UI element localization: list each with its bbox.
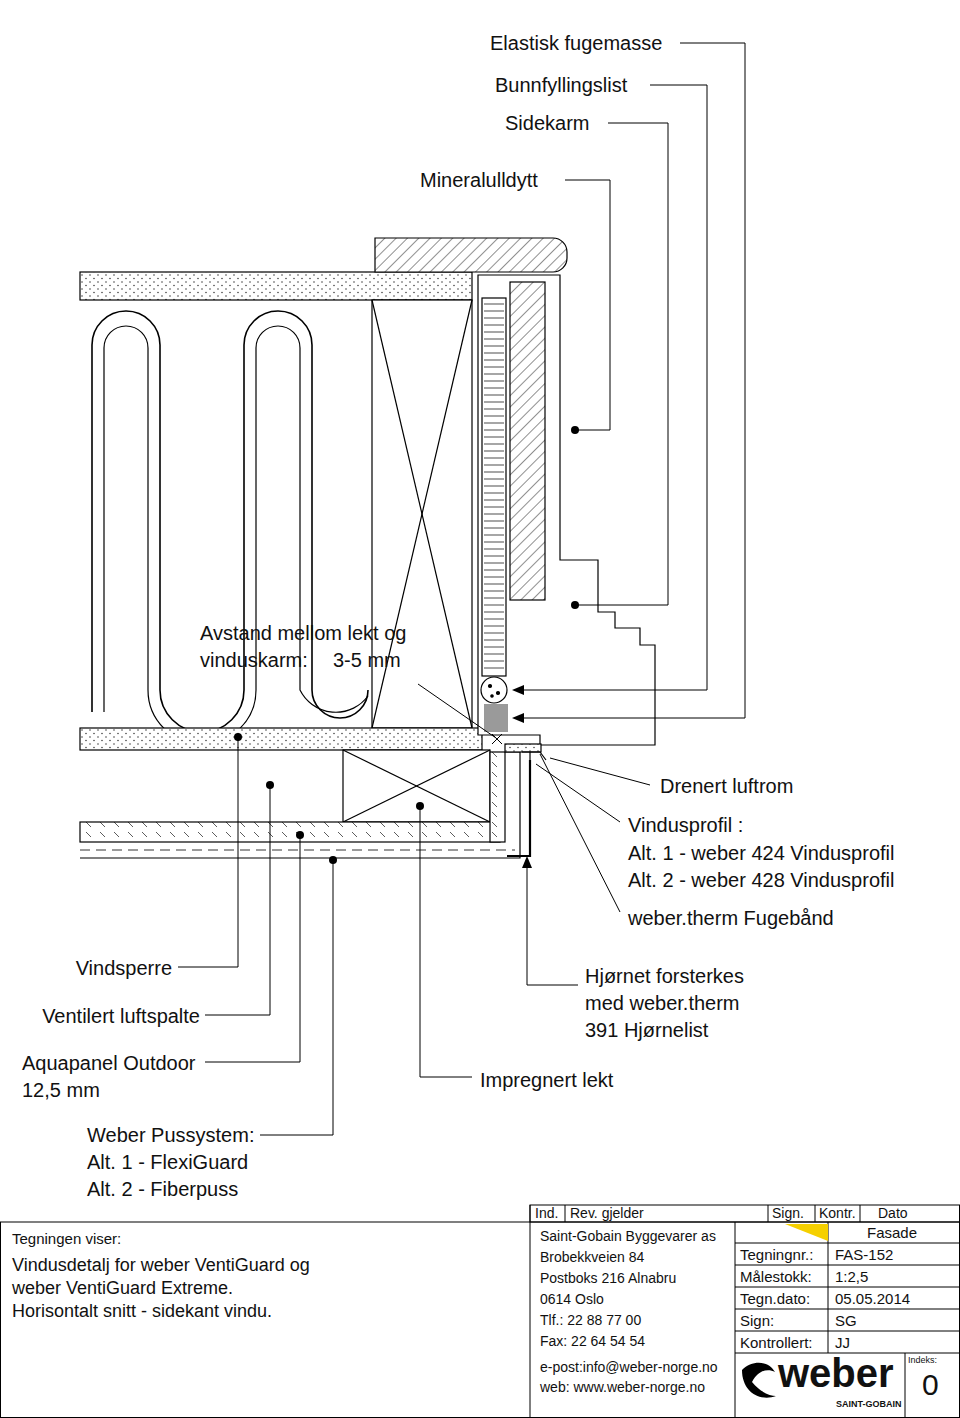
table-cell: 1:2,5 (835, 1267, 868, 1287)
address-line: Saint-Gobain Byggevarer as (540, 1226, 716, 1246)
wall-section (80, 272, 530, 858)
table-cell: JJ (835, 1333, 850, 1353)
part-label: weber.therm Fugebånd (628, 905, 834, 932)
part-label: Alt. 1 - weber 424 Vindusprofil (628, 840, 894, 867)
table-cell: Tegningnr.: (740, 1245, 813, 1265)
dimension-value: 3-5 mm (333, 647, 401, 674)
table-cell: 05.05.2014 (835, 1289, 910, 1309)
table-header: Dato (878, 1205, 908, 1222)
table-header: Rev. gjelder (570, 1205, 644, 1222)
table-header: Indeks: (908, 1355, 937, 1366)
part-label: Elastisk fugemasse (490, 30, 662, 57)
address-line: Tlf.: 22 88 77 00 (540, 1310, 641, 1330)
part-label: Alt. 2 - weber 428 Vindusprofil (628, 867, 894, 894)
part-label: Impregnert lekt (480, 1067, 613, 1094)
index-value: 0 (922, 1368, 939, 1402)
part-label: Bunnfyllingslist (495, 72, 627, 99)
table-cell: Tegn.dato: (740, 1289, 810, 1309)
drawing-title: Vindusdetalj for weber VentiGuard og web… (12, 1254, 322, 1323)
part-label: Hjørnet forsterkes med weber.therm 391 H… (585, 963, 760, 1044)
table-cell: Kontrollert: (740, 1333, 813, 1353)
logo-accent (785, 1224, 828, 1241)
leader-ends (234, 426, 579, 868)
logo-subtext: SAINT-GOBAIN (836, 1398, 902, 1410)
table-cell: FAS-152 (835, 1245, 893, 1265)
part-label: Vindsperre (40, 955, 172, 982)
part-label: Sidekarm (505, 110, 589, 137)
address-line: Postboks 216 Alnabru (540, 1268, 676, 1288)
table-header: Ind. (535, 1205, 558, 1222)
part-label: Drenert luftrom (660, 773, 793, 800)
title-caption: Tegningen viser: (12, 1230, 121, 1248)
part-label: Mineralulldytt (420, 167, 538, 194)
part-label: Aquapanel Outdoor 12,5 mm (22, 1050, 222, 1104)
part-label: Vindusprofil : (628, 812, 743, 839)
address-line: 0614 Oslo (540, 1289, 604, 1309)
contact-line: web: www.weber-norge.no (540, 1378, 705, 1396)
address-line: Brobekkveien 84 (540, 1247, 644, 1267)
title-block (1, 1205, 960, 1418)
logo-swoosh (742, 1363, 776, 1398)
contact-line: e-post:info@weber-norge.no (540, 1358, 718, 1376)
table-header: Sign. (772, 1205, 804, 1222)
window-frame (375, 238, 655, 760)
part-label: Alt. 2 - Fiberpuss (87, 1176, 238, 1203)
table-cell: Fasade (828, 1223, 956, 1243)
part-label: Ventilert luftspalte (18, 1003, 200, 1030)
part-label: Alt. 1 - FlexiGuard (87, 1149, 248, 1176)
address-line: Fax: 22 64 54 54 (540, 1331, 645, 1351)
table-cell: SG (835, 1311, 857, 1331)
table-cell: Sign: (740, 1311, 774, 1331)
logo-text: weber (778, 1350, 894, 1396)
table-cell: Målestokk: (740, 1267, 812, 1287)
table-header: Kontr. (819, 1205, 856, 1222)
part-label: Weber Pussystem: (87, 1122, 254, 1149)
